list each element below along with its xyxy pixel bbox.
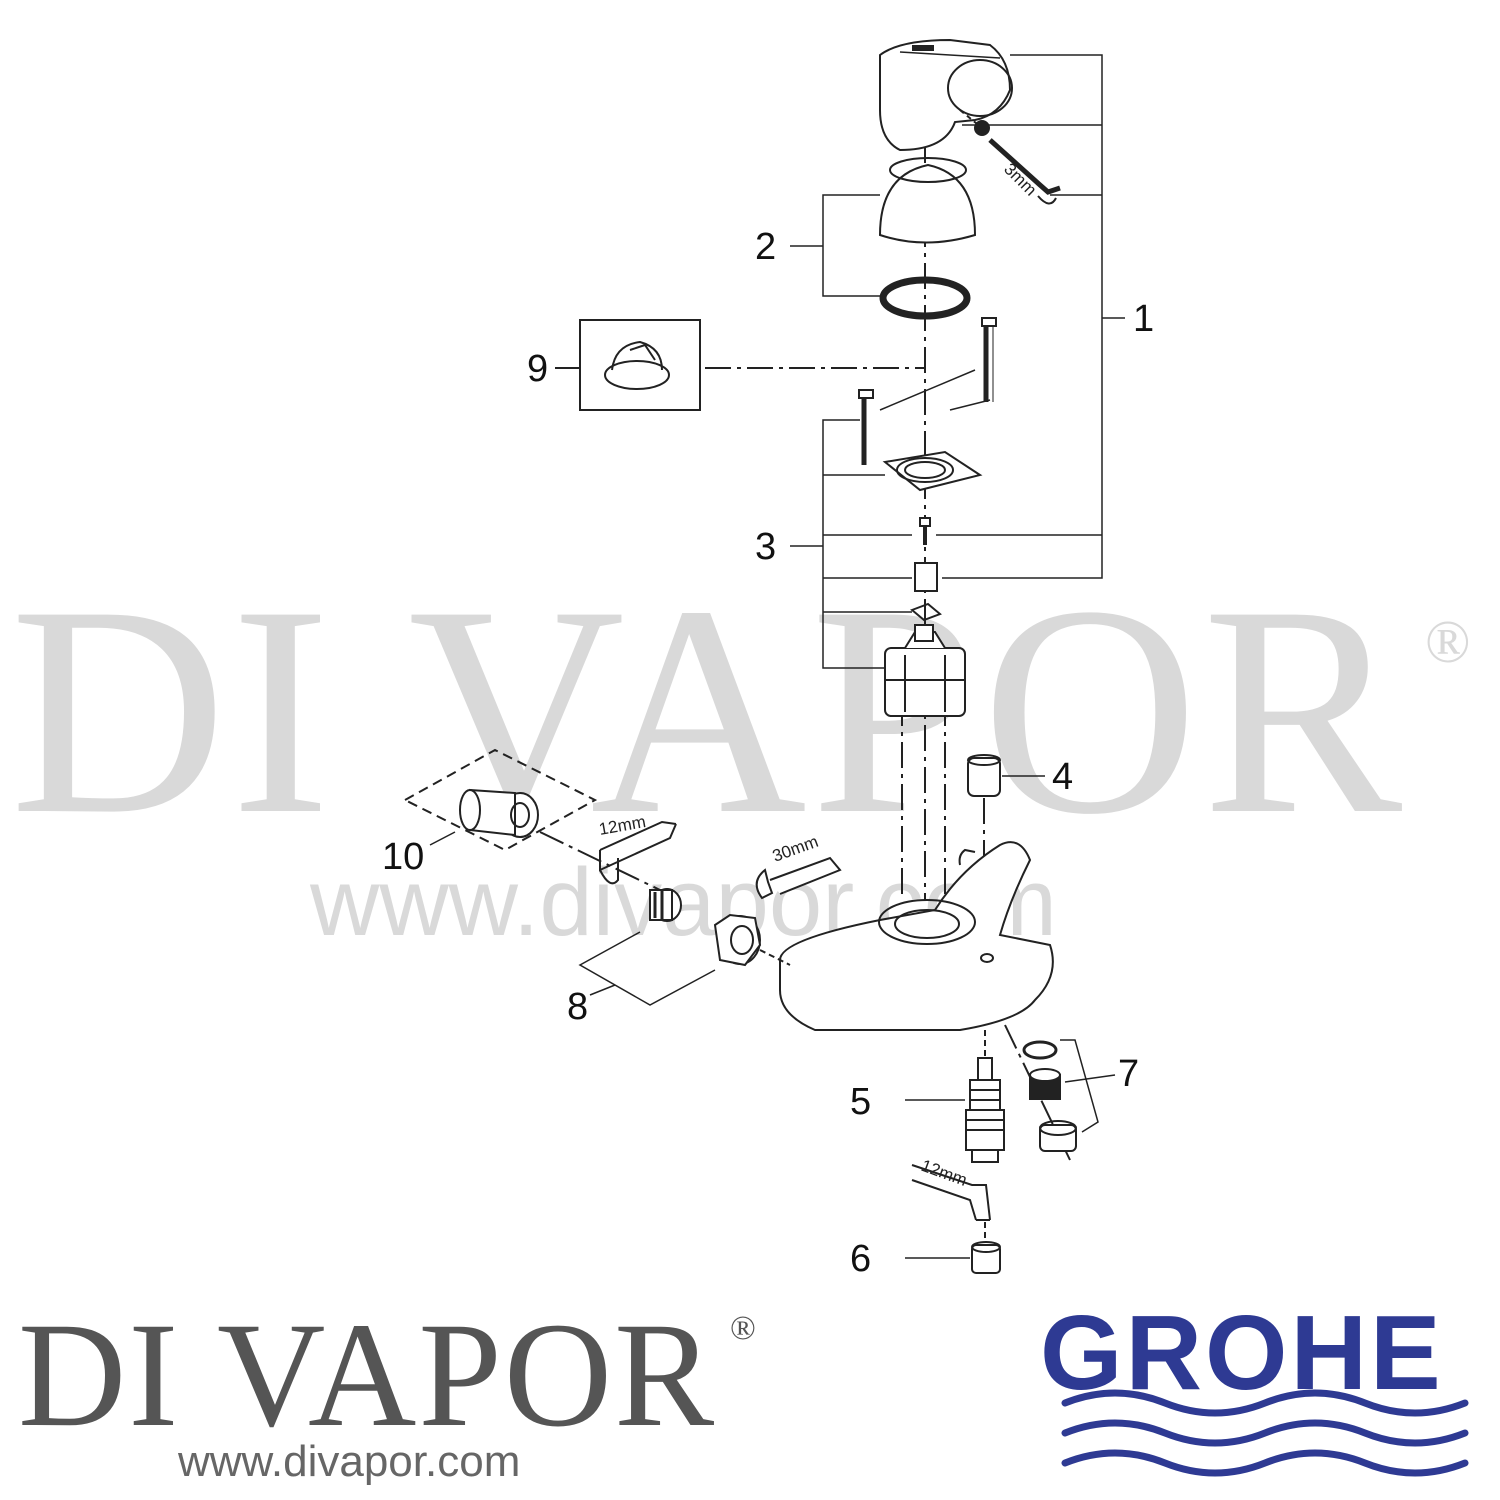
grohe-logo-text: GROHE xyxy=(1040,1294,1444,1412)
part4-cap xyxy=(967,754,1001,797)
part1-bracket xyxy=(936,54,1125,579)
cartridge xyxy=(884,624,966,717)
small-screw xyxy=(919,517,931,545)
hex-wrench-12mm-bottom xyxy=(911,1164,991,1221)
brand-name: DI VAPOR xyxy=(18,1292,717,1458)
dim-3mm: 3mm xyxy=(1000,159,1040,199)
callout-10: 10 xyxy=(382,836,425,878)
callout-5: 5 xyxy=(850,1081,872,1123)
part5-cartridge xyxy=(965,1057,1005,1163)
bolt-left xyxy=(858,389,874,465)
callout-2: 2 xyxy=(755,226,777,268)
lever-handle xyxy=(879,38,1013,152)
part9-nut xyxy=(604,340,670,390)
callout-6: 6 xyxy=(850,1238,872,1280)
part8-nut xyxy=(713,913,762,967)
part7-bracket xyxy=(1060,1039,1116,1133)
mounting-flange xyxy=(882,450,983,492)
bolt-right xyxy=(981,317,997,402)
grohe-waves-icon xyxy=(1061,1389,1469,1477)
part7-aerator xyxy=(1029,1068,1061,1100)
callout-9: 9 xyxy=(527,348,549,390)
adapter-block xyxy=(914,562,938,592)
hex-key-3mm xyxy=(988,138,1061,205)
part2-bracket xyxy=(790,194,880,297)
part7-housing xyxy=(1039,1120,1077,1152)
part8-bracket xyxy=(578,931,716,1006)
callout-7: 7 xyxy=(1118,1053,1140,1095)
watermark-text: DI VAPOR xyxy=(10,544,1407,876)
part10-adapter xyxy=(459,788,539,838)
dim-30mm: 30mm xyxy=(770,832,821,866)
callout-8: 8 xyxy=(567,986,589,1028)
o-ring xyxy=(879,276,971,320)
part6-insert xyxy=(971,1241,1001,1274)
hex-wrench-12mm-left xyxy=(599,820,677,885)
part3-bracket xyxy=(790,419,912,669)
brand-registered: ® xyxy=(730,1310,756,1347)
cover-cap xyxy=(878,157,977,244)
callout-4: 4 xyxy=(1052,756,1074,798)
part10-box xyxy=(402,748,598,852)
callout-1: 1 xyxy=(1133,298,1155,340)
part7-washer xyxy=(1022,1040,1058,1060)
spanner-30mm xyxy=(755,856,842,900)
part8-fitting xyxy=(649,888,682,922)
small-washer xyxy=(910,602,942,622)
brand-url[interactable]: www.divapor.com xyxy=(178,1437,521,1486)
faucet-body xyxy=(779,841,1054,1031)
dim-12mm-left: 12mm xyxy=(597,812,647,839)
part9-box xyxy=(579,319,701,411)
callout-3: 3 xyxy=(755,526,777,568)
watermark-registered: ® xyxy=(1425,609,1471,675)
